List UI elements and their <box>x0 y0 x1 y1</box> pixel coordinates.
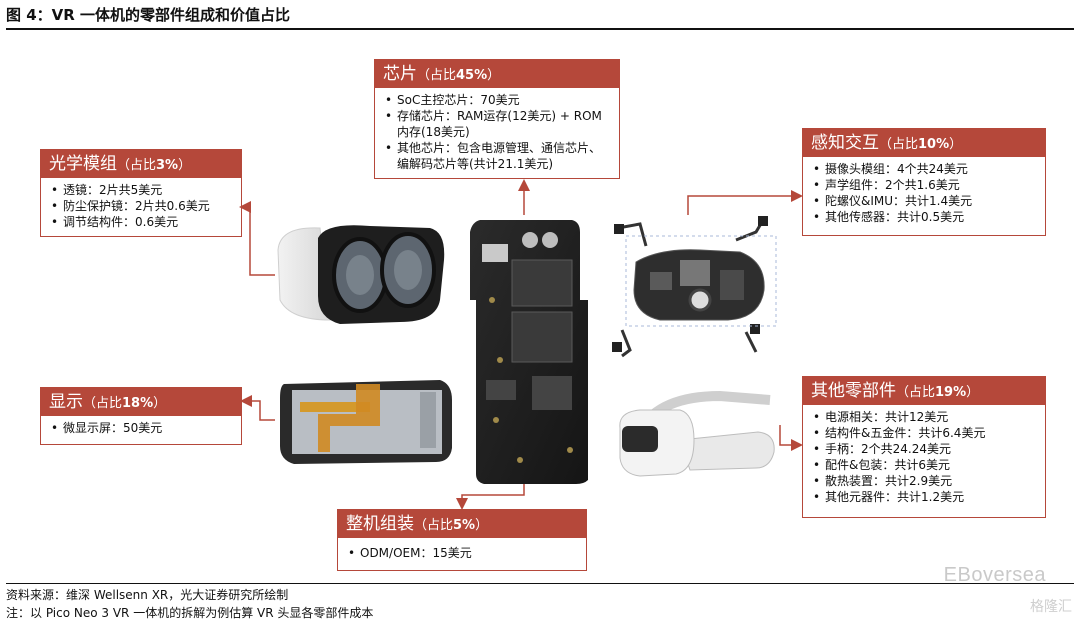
other-parts-list: 电源相关：共计12美元 结构件&五金件：共计6.4美元 手柄：2个共24.24美… <box>803 405 1045 509</box>
other-parts-box-header: 其他零部件（占比19%） <box>803 377 1045 405</box>
list-item: 存储芯片：RAM运存(12美元) + ROM内存(18美元) <box>383 108 611 140</box>
other-parts-box: 其他零部件（占比19%） 电源相关：共计12美元 结构件&五金件：共计6.4美元… <box>802 376 1046 518</box>
list-item: 其他芯片：包含电源管理、通信芯片、编解码芯片等(共计21.1美元) <box>383 140 611 172</box>
watermark: EBoversea <box>943 564 1046 586</box>
title-divider <box>6 28 1074 30</box>
list-item: 微显示屏：50美元 <box>49 420 233 436</box>
display-list: 微显示屏：50美元 <box>41 416 241 440</box>
source-note: 资料来源：维深 Wellsenn XR，光大证券研究所绘制 <box>6 588 289 602</box>
optics-pct: （占比3%） <box>117 158 192 173</box>
assembly-box-header: 整机组装（占比5%） <box>338 510 586 538</box>
list-item: 防尘保护镜：2片共0.6美元 <box>49 198 233 214</box>
other-parts-name: 其他零部件 <box>811 381 896 401</box>
sensing-module-image <box>612 216 777 358</box>
sensing-pct: （占比10%） <box>879 137 963 152</box>
figure-title: 图 4：VR 一体机的零部件组成和价值占比 <box>6 6 291 24</box>
display-box-header: 显示（占比18%） <box>41 388 241 416</box>
other-parts-pct: （占比19%） <box>896 385 980 400</box>
assembly-list: ODM/OEM：15美元 <box>338 538 586 568</box>
other-parts-connector <box>779 425 803 451</box>
sensing-box-header: 感知交互（占比10%） <box>803 129 1045 157</box>
list-item: 调节结构件：0.6美元 <box>49 214 233 230</box>
assembly-name: 整机组装 <box>346 514 414 534</box>
list-item: 其他传感器：共计0.5美元 <box>811 209 1037 225</box>
optics-connector <box>239 201 275 276</box>
list-item: 透镜：2片共5美元 <box>49 182 233 198</box>
assembly-box: 整机组装（占比5%） ODM/OEM：15美元 <box>337 509 587 571</box>
list-item: 电源相关：共计12美元 <box>811 409 1037 425</box>
list-item: 散热装置：共计2.9美元 <box>811 473 1037 489</box>
display-module-image <box>280 380 452 464</box>
sensing-connector <box>687 190 803 215</box>
list-item: 声学组件：2个共1.6美元 <box>811 177 1037 193</box>
optics-module-image <box>277 225 445 324</box>
list-item: 其他元器件：共计1.2美元 <box>811 489 1037 505</box>
sensing-box: 感知交互（占比10%） 摄像头模组：4个共24美元 声学组件：2个共1.6美元 … <box>802 128 1046 236</box>
pcb-board-image <box>470 220 588 484</box>
display-name: 显示 <box>49 392 83 412</box>
headset-image <box>619 390 775 477</box>
sensing-name: 感知交互 <box>811 133 879 153</box>
list-item: 手柄：2个共24.24美元 <box>811 441 1037 457</box>
assembly-connector <box>456 482 525 510</box>
list-item: 结构件&五金件：共计6.4美元 <box>811 425 1037 441</box>
assembly-pct: （占比5%） <box>414 518 489 533</box>
chip-list: SoC主控芯片：70美元 存储芯片：RAM运存(12美元) + ROM内存(18… <box>375 88 619 176</box>
optics-name: 光学模组 <box>49 154 117 174</box>
list-item: 摄像头模组：4个共24美元 <box>811 161 1037 177</box>
footer-divider <box>6 583 1074 584</box>
optics-list: 透镜：2片共5美元 防尘保护镜：2片共0.6美元 调节结构件：0.6美元 <box>41 178 241 234</box>
chip-box-header: 芯片（占比45%） <box>375 60 619 88</box>
list-item: 配件&包装：共计6美元 <box>811 457 1037 473</box>
display-connector <box>240 395 275 421</box>
chip-pct: （占比45%） <box>417 68 501 83</box>
list-item: 陀螺仪&IMU：共计1.4美元 <box>811 193 1037 209</box>
chip-name: 芯片 <box>383 64 417 84</box>
footnote: 注：以 Pico Neo 3 VR 一体机的拆解为例估算 VR 头显各零部件成本 <box>6 606 374 620</box>
optics-box: 光学模组（占比3%） 透镜：2片共5美元 防尘保护镜：2片共0.6美元 调节结构… <box>40 149 242 237</box>
optics-box-header: 光学模组（占比3%） <box>41 150 241 178</box>
chip-box: 芯片（占比45%） SoC主控芯片：70美元 存储芯片：RAM运存(12美元) … <box>374 59 620 179</box>
sensing-list: 摄像头模组：4个共24美元 声学组件：2个共1.6美元 陀螺仪&IMU：共计1.… <box>803 157 1045 229</box>
list-item: ODM/OEM：15美元 <box>346 542 578 564</box>
display-box: 显示（占比18%） 微显示屏：50美元 <box>40 387 242 445</box>
display-pct: （占比18%） <box>83 396 167 411</box>
watermark-secondary: 格隆汇 <box>1030 599 1072 615</box>
list-item: SoC主控芯片：70美元 <box>383 92 611 108</box>
